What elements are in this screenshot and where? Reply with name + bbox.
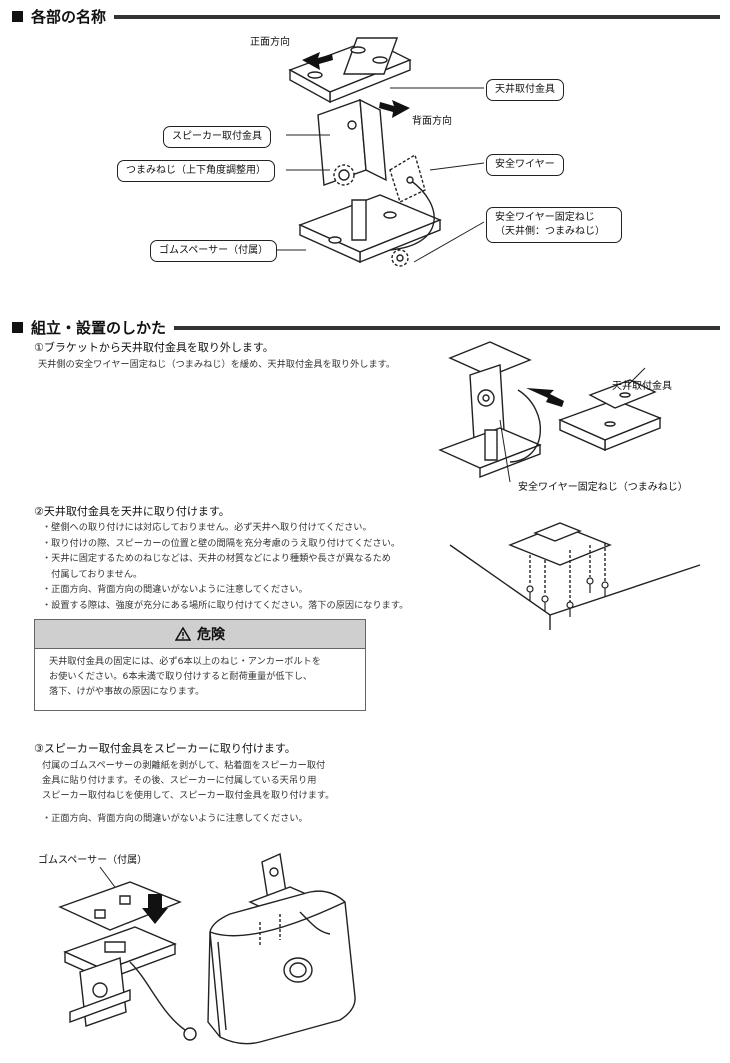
danger-title: 危険: [197, 627, 225, 643]
step2-bullets: ・壁側への取り付けには対応しておりません。必ず天井へ取り付けてください。 ・取り…: [42, 520, 408, 613]
step3-note: ・正面方向、背面方向の間違いがないように注意してください。: [42, 813, 308, 824]
callout-wire-screw-line2: （天井側：つまみねじ）: [495, 226, 605, 237]
step2-bullet: ・正面方向、背面方向の間違いがないように注意してください。: [42, 584, 308, 595]
step3-title: ③スピーカー取付金具をスピーカーに取り付けます。: [34, 742, 296, 755]
section-title-assembly: 組立・設置のしかた: [31, 319, 167, 337]
danger-line: 天井取付金具の固定には、必ず6本以上のねじ・アンカーボルトを: [49, 656, 321, 667]
section-rule: [114, 14, 720, 19]
step2-bullet: 付属しておりません。: [42, 568, 143, 580]
step1-label-screw: 安全ワイヤー固定ねじ（つまみねじ）: [518, 482, 688, 493]
danger-line: 落下、けがや事故の原因になります。: [49, 686, 205, 697]
front-direction-label: 正面方向: [250, 37, 290, 48]
warning-triangle-icon: [175, 627, 191, 641]
callout-speaker-bracket: スピーカー取付金具: [163, 126, 271, 148]
callout-wire-screw-line1: 安全ワイヤー固定ねじ: [495, 212, 595, 223]
step2-title: ②天井取付金具を天井に取り付けます。: [34, 505, 230, 518]
back-direction-label: 背面方向: [412, 116, 452, 127]
step1-title: ①ブラケットから天井取付金具を取り外します。: [34, 341, 274, 354]
callout-ceiling-bracket: 天井取付金具: [486, 79, 564, 101]
step3-spacer-illustration: [50, 862, 210, 1052]
step3-line: 付属のゴムスペーサーの剥離紙を剥がして、粘着面をスピーカー取付: [42, 760, 326, 771]
section-marker-square: [12, 11, 23, 22]
section-header-parts: 各部の名称: [12, 6, 720, 27]
step3-line: 金具に貼り付けます。その後、スピーカーに付属している天吊り用: [42, 775, 317, 786]
danger-header: 危険: [35, 620, 365, 649]
step3-speaker-illustration: [200, 852, 365, 1052]
step1-illustration: [430, 340, 680, 480]
step2-bullet: ・天井に固定するためのねじなどは、天井の材質などにより種類や長さが異なるため: [42, 553, 391, 564]
step2-bullet: ・取り付けの際、スピーカーの位置と壁の間隔を充分考慮のうえ取り付けてください。: [42, 537, 401, 549]
section-header-assembly: 組立・設置のしかた: [12, 317, 720, 338]
section-marker-square: [12, 322, 23, 333]
danger-line: お使いください。6本未満で取り付けすると耐荷重量が低下し、: [49, 671, 313, 682]
callout-rubber-spacer: ゴムスペーサー（付属）: [150, 240, 278, 262]
section-rule: [174, 325, 720, 330]
step1-text: 天井側の安全ワイヤー固定ねじ（つまみねじ）を緩め、天井取付金具を取り外します。: [38, 359, 396, 370]
step1-label-bracket: 天井取付金具: [612, 381, 672, 392]
callout-leader-lines: [0, 0, 730, 300]
step2-ceiling-illustration: [449, 505, 701, 630]
callout-knob-screw: つまみねじ（上下角度調整用）: [117, 160, 275, 182]
bracket-assembly-illustration: [240, 30, 480, 290]
step3-line: スピーカー取付ねじを使用して、スピーカー取付金具を取り付けます。: [42, 790, 335, 801]
danger-body: 天井取付金具の固定には、必ず6本以上のねじ・アンカーボルトを お使いください。6…: [35, 649, 365, 704]
callout-safety-wire: 安全ワイヤー: [486, 154, 564, 176]
step3-label-spacer: ゴムスペーサー（付属）: [38, 855, 148, 866]
section-title-parts: 各部の名称: [31, 8, 107, 26]
step3-text: 付属のゴムスペーサーの剥離紙を剥がして、粘着面をスピーカー取付 金具に貼り付けま…: [42, 758, 334, 803]
danger-warning-box: 危険 天井取付金具の固定には、必ず6本以上のねじ・アンカーボルトを お使いくださ…: [34, 619, 366, 711]
callout-wire-screw: 安全ワイヤー固定ねじ （天井側：つまみねじ）: [486, 207, 622, 243]
step2-bullet: ・壁側への取り付けには対応しておりません。必ず天井へ取り付けてください。: [42, 522, 372, 533]
step2-bullet: ・設置する際は、強度が充分にある場所に取り付けてください。落下の原因になります。: [42, 599, 409, 611]
